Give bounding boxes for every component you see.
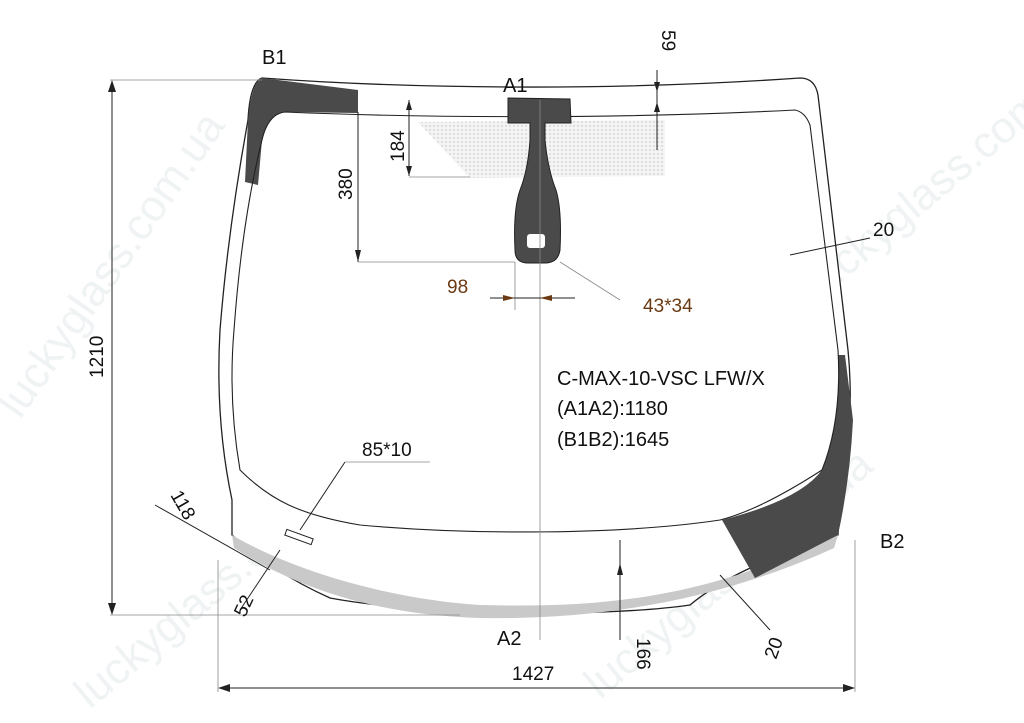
dim-sensor-height: 184 <box>388 130 409 162</box>
point-b1-label: B1 <box>262 47 286 69</box>
point-a2-label: A2 <box>497 628 521 650</box>
dim-total-width: 1427 <box>512 664 554 685</box>
dim-mirror-height: 380 <box>336 168 357 200</box>
dim-top-band: 59 <box>657 30 678 51</box>
point-b2-label: B2 <box>880 531 904 553</box>
sensor-window-icon <box>527 234 545 248</box>
dim-total-height: 1210 <box>87 336 108 378</box>
dimension-lines <box>108 70 871 692</box>
glass-inner-edge <box>231 109 840 533</box>
dim-side-band: 20 <box>873 220 894 241</box>
frit-right-b2 <box>722 355 853 578</box>
dim-left-edge: 118 <box>166 487 199 524</box>
b1b2-length: (B1B2):1645 <box>557 429 669 451</box>
vin-window-icon <box>284 528 314 546</box>
mirror-bracket <box>507 97 572 264</box>
svg-text:luckyglass.com.ua: luckyglass.com.ua <box>0 103 235 426</box>
a1a2-length: (A1A2):1180 <box>557 398 668 420</box>
frit-b1-corner <box>245 78 358 185</box>
dim-bottom-right: 20 <box>761 635 788 662</box>
point-a1-label: A1 <box>503 75 527 97</box>
dim-sensor-window: 43*34 <box>643 296 693 317</box>
glass-outer-edge <box>218 77 851 614</box>
dim-vin-window: 85*10 <box>362 440 412 461</box>
dim-bottom-band: 166 <box>632 638 653 670</box>
dim-mirror-width: 98 <box>447 277 468 298</box>
model-code: C-MAX-10-VSC LFW/X <box>557 368 765 390</box>
bottom-band <box>232 535 838 619</box>
